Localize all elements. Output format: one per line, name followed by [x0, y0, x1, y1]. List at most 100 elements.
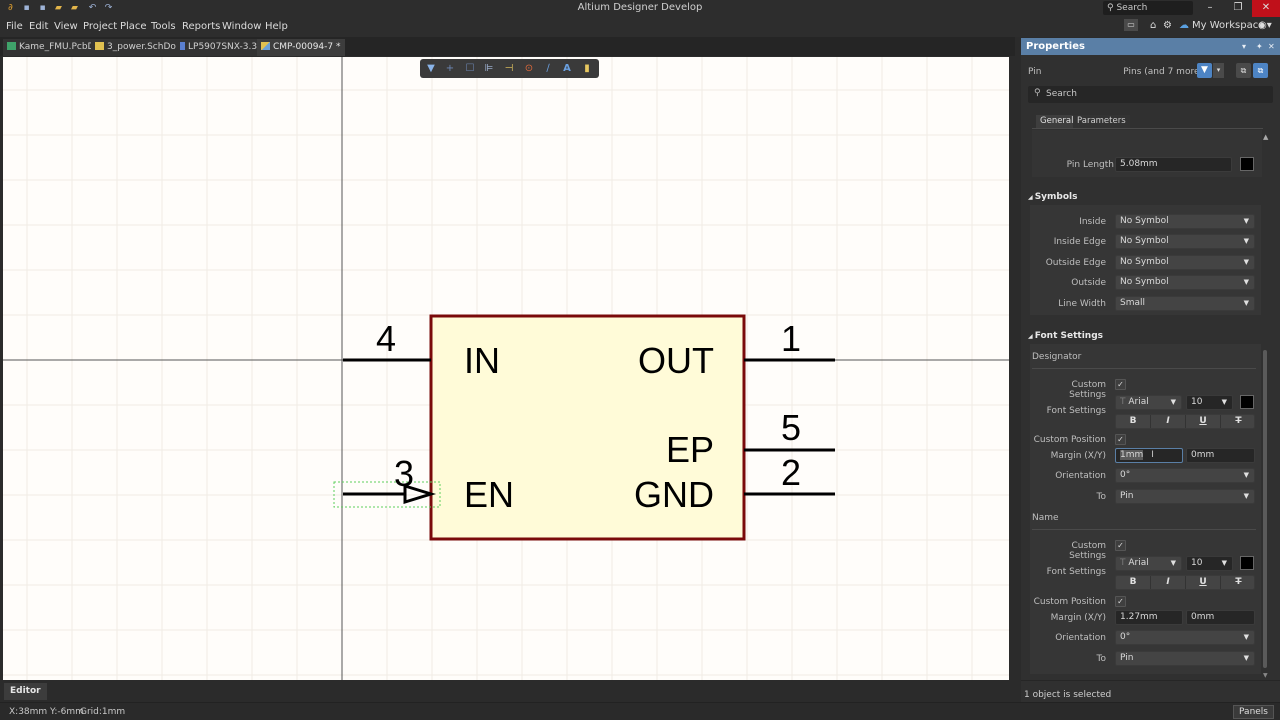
pin-designator: 4: [376, 318, 396, 359]
bold-button[interactable]: B: [1116, 576, 1151, 589]
panel-menu-icon[interactable]: ▾: [1242, 42, 1247, 51]
properties-scrollbar[interactable]: [1263, 350, 1267, 668]
tab-cmp-00094-7[interactable]: CMP-00094-7 *: [257, 39, 345, 56]
strikethrough-button[interactable]: T: [1235, 416, 1242, 426]
name-custom-position-checkbox[interactable]: ✓: [1115, 596, 1126, 607]
inside-select[interactable]: No Symbol▼: [1115, 214, 1255, 229]
designator-custom-position-checkbox[interactable]: ✓: [1115, 434, 1126, 445]
strikethrough-button[interactable]: T: [1235, 577, 1242, 587]
font-settings-section-header[interactable]: ◢ Font Settings: [1028, 331, 1103, 341]
minimize-button[interactable]: –: [1207, 2, 1213, 13]
chat-icon[interactable]: ▭: [1124, 19, 1138, 31]
menu-place[interactable]: Place: [120, 21, 147, 32]
select-inside-icon[interactable]: ⧉: [1236, 63, 1251, 78]
italic-button[interactable]: I: [1151, 576, 1186, 589]
name-size-select[interactable]: 10▼: [1186, 556, 1233, 571]
outside-label: Outside: [1071, 278, 1106, 288]
name-orientation-select[interactable]: 0°▼: [1115, 630, 1255, 645]
name-color-swatch[interactable]: [1240, 556, 1254, 570]
pin-panel-icon[interactable]: ✦: [1256, 42, 1263, 51]
designator-color-swatch[interactable]: [1240, 395, 1254, 409]
menu-view[interactable]: View: [54, 21, 78, 32]
menu-project[interactable]: Project: [83, 21, 118, 32]
pin-gnd[interactable]: 2 GND: [634, 452, 835, 515]
save-all-icon[interactable]: ▪: [39, 3, 46, 13]
name-custom-settings-checkbox[interactable]: ✓: [1115, 540, 1126, 551]
pin-in[interactable]: 4 IN: [343, 318, 500, 381]
line-width-select[interactable]: Small▼: [1115, 296, 1255, 311]
scroll-up-icon[interactable]: ▲: [1263, 133, 1269, 141]
schematic-svg[interactable]: 4 IN 3 EN 1 OUT 5 EP 2 GND: [3, 57, 1009, 680]
name-margin-y-field[interactable]: 0mm: [1186, 610, 1255, 625]
name-font-select[interactable]: T Arial▼: [1115, 556, 1182, 571]
close-button[interactable]: ✕: [1252, 0, 1280, 17]
menu-file[interactable]: File: [6, 21, 23, 32]
open-project-icon[interactable]: ▰: [71, 3, 78, 13]
select-rect-icon[interactable]: ☐: [465, 63, 475, 74]
tab-3-power-schdoc[interactable]: 3_power.SchDoc *: [91, 39, 193, 56]
save-icon[interactable]: ▪: [23, 3, 30, 13]
designator-to-select[interactable]: Pin▼: [1115, 489, 1255, 504]
designator-margin-y-field[interactable]: 0mm: [1186, 448, 1255, 463]
user-account-icon[interactable]: ◉▾: [1258, 20, 1272, 31]
restore-button[interactable]: ❐: [1233, 2, 1243, 13]
pin-ep[interactable]: 5 EP: [666, 407, 835, 470]
global-search-input[interactable]: ⚲ Search: [1103, 1, 1193, 15]
component-body[interactable]: [429, 314, 746, 541]
menu-help[interactable]: Help: [265, 21, 288, 32]
properties-search-input[interactable]: ⚲ Search: [1028, 86, 1273, 103]
underline-button[interactable]: U: [1186, 576, 1221, 589]
workspace-button[interactable]: My Workspace: [1192, 20, 1265, 31]
tab-lp5907snx[interactable]: LP5907SNX-3.3 *: [176, 39, 269, 56]
home-icon[interactable]: ⌂: [1150, 20, 1157, 31]
ieee-symbol-icon[interactable]: ⊙: [524, 63, 534, 74]
tab-general[interactable]: General: [1036, 115, 1078, 128]
italic-button[interactable]: I: [1151, 415, 1186, 428]
move-icon[interactable]: +: [445, 63, 455, 74]
select-touching-icon[interactable]: ⧉: [1253, 63, 1268, 78]
pin-name: EN: [464, 474, 514, 515]
name-margin-x-field[interactable]: 1.27mm: [1115, 610, 1183, 625]
line-icon[interactable]: ∕: [546, 63, 550, 74]
designator-font-select[interactable]: T Arial▼: [1115, 395, 1182, 410]
pin-icon[interactable]: ⊣: [504, 63, 514, 74]
designator-format-bar: B I U T: [1115, 414, 1255, 429]
symbols-section-header[interactable]: ◢ Symbols: [1028, 192, 1078, 202]
schematic-canvas[interactable]: 4 IN 3 EN 1 OUT 5 EP 2 GND: [3, 57, 1009, 680]
pin-color-swatch[interactable]: [1240, 157, 1254, 171]
outside-edge-select[interactable]: No Symbol▼: [1115, 255, 1255, 270]
menu-window[interactable]: Window: [222, 21, 262, 32]
component-icon[interactable]: ▮: [584, 63, 590, 74]
align-icon[interactable]: ⊫: [484, 63, 494, 74]
tab-editor[interactable]: Editor: [4, 683, 47, 700]
close-panel-icon[interactable]: ✕: [1268, 42, 1275, 51]
inside-edge-select[interactable]: No Symbol▼: [1115, 234, 1255, 249]
designator-custom-settings-checkbox[interactable]: ✓: [1115, 379, 1126, 390]
name-to-select[interactable]: Pin▼: [1115, 651, 1255, 666]
pin-length-field[interactable]: 5.08mm: [1115, 157, 1232, 172]
pin-out[interactable]: 1 OUT: [638, 318, 835, 381]
underline-button[interactable]: U: [1186, 415, 1221, 428]
redo-icon[interactable]: ↷: [104, 3, 113, 13]
outside-select[interactable]: No Symbol▼: [1115, 275, 1255, 290]
designator-size-select[interactable]: 10▼: [1186, 395, 1233, 410]
bold-button[interactable]: B: [1116, 415, 1151, 428]
gear-icon[interactable]: ⚙: [1163, 20, 1172, 31]
filter-dropdown-icon[interactable]: ▾: [1213, 63, 1224, 78]
menu-tools[interactable]: Tools: [151, 21, 176, 32]
designator-orientation-select[interactable]: 0°▼: [1115, 468, 1255, 483]
menu-reports[interactable]: Reports: [182, 21, 221, 32]
open-folder-icon[interactable]: ▰: [55, 3, 62, 13]
undo-icon[interactable]: ↶: [88, 3, 97, 13]
text-icon[interactable]: A: [563, 63, 571, 74]
panels-button[interactable]: Panels: [1233, 705, 1274, 719]
filter-icon[interactable]: ▼: [427, 63, 435, 74]
tab-kame-fmu-pcbdoc[interactable]: Kame_FMU.PcbDoc: [3, 39, 109, 56]
filter-icon[interactable]: ▼: [1197, 63, 1212, 78]
scroll-down-icon[interactable]: ▼: [1263, 672, 1268, 679]
pin-en[interactable]: 3 EN: [333, 453, 514, 515]
menu-edit[interactable]: Edit: [29, 21, 49, 32]
cloud-icon: ☁: [1179, 20, 1189, 31]
tab-parameters[interactable]: Parameters: [1073, 115, 1130, 128]
